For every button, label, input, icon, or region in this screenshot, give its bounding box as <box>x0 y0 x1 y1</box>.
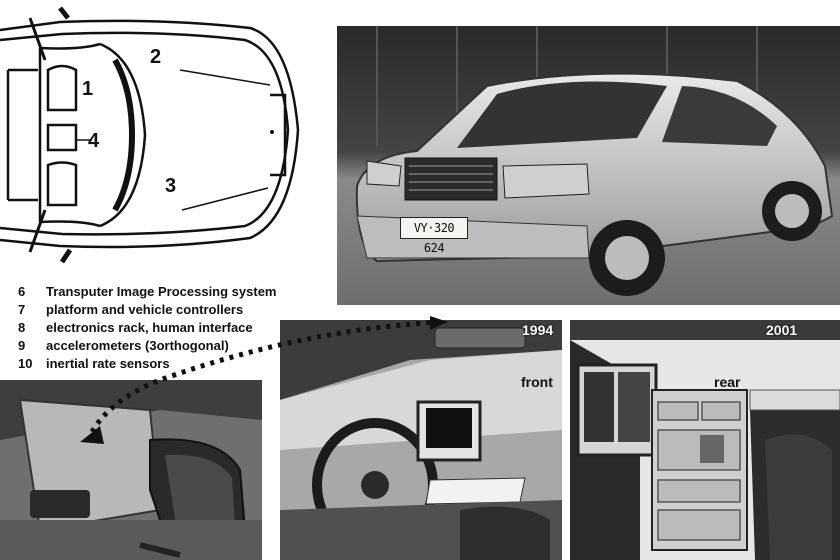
legend-text: platform and vehicle controllers <box>46 302 244 317</box>
legend-text: Transputer Image Processing system <box>46 284 277 299</box>
diagram-number-2: 2 <box>150 46 162 68</box>
rear-interior-photo <box>570 320 840 560</box>
license-plate: VY·320 624 <box>400 217 468 255</box>
legend-number: 7 <box>18 302 26 317</box>
rear-interior-illustration <box>570 320 840 560</box>
front-interior-photo <box>280 320 562 560</box>
diagram-number-1: 1 <box>82 78 94 100</box>
legend-number: 10 <box>18 356 33 371</box>
rear-label: rear <box>714 374 741 390</box>
legend-item: 8 electronics rack, human interface <box>18 319 276 337</box>
car-photo <box>337 26 840 305</box>
legend-number: 8 <box>18 320 26 335</box>
legend-item: 10 inertial rate sensors <box>18 355 276 373</box>
diagram-number-4: 4 <box>88 130 100 152</box>
front-interior-illustration <box>280 320 562 560</box>
legend-number: 6 <box>18 284 26 299</box>
car-outline-drawing <box>0 6 300 264</box>
legend-item: 6 Transputer Image Processing system <box>18 283 276 301</box>
legend-text: inertial rate sensors <box>46 356 170 371</box>
legend-text: electronics rack, human interface <box>46 320 253 335</box>
legend-number: 9 <box>18 338 26 353</box>
year-label-2001: 2001 <box>766 322 798 338</box>
year-label-1994: 1994 <box>522 322 554 338</box>
legend-item: 9 accelerometers (3orthogonal) <box>18 337 276 355</box>
car-photo-illustration <box>337 26 840 305</box>
camera-closeup-photo <box>0 380 262 560</box>
legend-item: 7 platform and vehicle controllers <box>18 301 276 319</box>
component-legend: 6 Transputer Image Processing system 7 pla… <box>18 283 276 373</box>
camera-closeup-illustration <box>0 380 262 560</box>
car-top-view-diagram: 1 2 3 4 <box>0 0 330 270</box>
front-label: front <box>521 374 553 390</box>
diagram-number-3: 3 <box>165 175 177 197</box>
legend-text: accelerometers (3orthogonal) <box>46 338 229 353</box>
